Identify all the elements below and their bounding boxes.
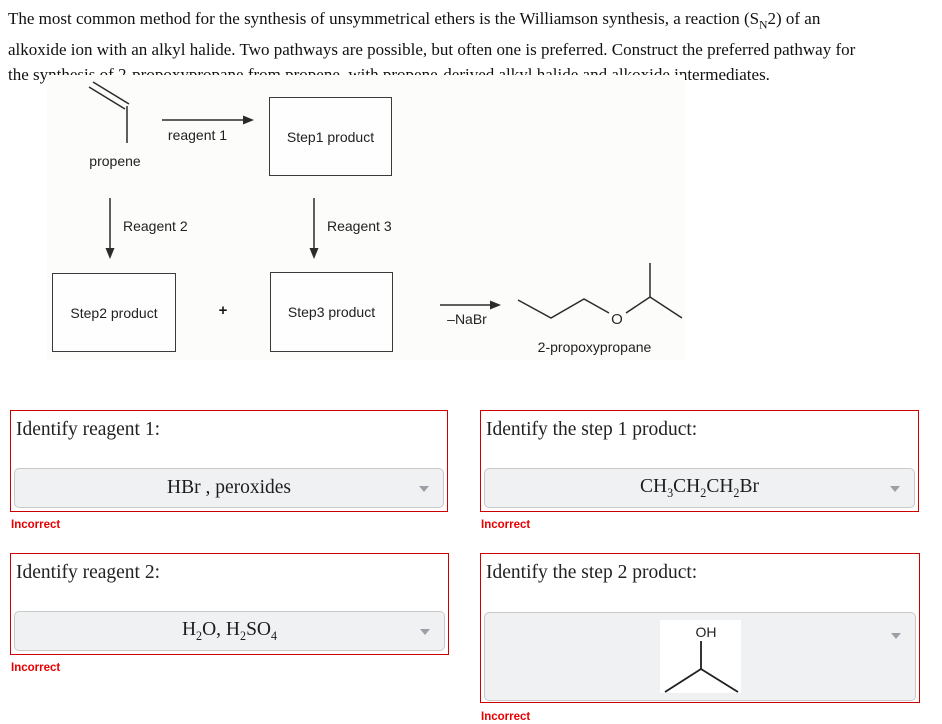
- step1-product-dropdown[interactable]: CH3CH2CH2Br: [484, 468, 915, 508]
- question-reagent1-status: Incorrect: [11, 519, 61, 531]
- question-reagent1-prompt: Identify reagent 1:: [16, 419, 161, 440]
- isopropanol-structure: OH: [659, 620, 741, 693]
- reaction-diagram-drawing: O: [88, 81, 683, 328]
- reagent2-label: Reagent 2: [123, 218, 188, 234]
- chevron-down-icon: [890, 486, 900, 492]
- reagent2-dropdown[interactable]: H2O, H2SO4: [14, 611, 445, 651]
- question-step2-product-prompt: Identify the step 2 product:: [486, 562, 698, 583]
- chevron-down-icon: [420, 629, 430, 635]
- step2-product-dropdown[interactable]: OH: [484, 612, 916, 701]
- plus-sign: +: [218, 302, 228, 319]
- step1-product-box: Step1 product: [269, 97, 392, 176]
- question-step1-product-status: Incorrect: [481, 519, 531, 531]
- product-label: 2-propoxypropane: [537, 339, 652, 355]
- reagent1-arrow: [162, 115, 254, 125]
- propene-label: propene: [89, 153, 141, 169]
- chevron-down-icon: [419, 486, 429, 492]
- question-step1-product-prompt: Identify the step 1 product:: [486, 419, 698, 440]
- question-step2-product-status: Incorrect: [481, 711, 531, 723]
- chevron-down-icon: [891, 633, 901, 639]
- question-step1-product: Identify the step 1 product: CH3CH2CH2Br: [480, 410, 919, 512]
- problem-statement-line1: The most common method for the synthesis…: [8, 9, 821, 32]
- reagent1-label: reagent 1: [167, 127, 228, 143]
- step3-product-box: Step3 product: [270, 272, 393, 352]
- question-step2-product: Identify the step 2 product: OH: [480, 553, 920, 703]
- reagent2-arrow: [105, 198, 115, 259]
- step2-product-box: Step2 product: [52, 273, 176, 352]
- question-reagent2: Identify reagent 2: H2O, H2SO4: [10, 553, 449, 655]
- hydroxyl-label: OH: [695, 624, 716, 640]
- nabr-arrow: [440, 300, 501, 310]
- step1-product-dropdown-value: CH3CH2CH2Br: [640, 475, 759, 500]
- reagent1-dropdown[interactable]: HBr , peroxides: [14, 468, 444, 508]
- nabr-label: –NaBr: [447, 311, 487, 327]
- reaction-diagram: O propene reagent 1 Reagent 2 Reagent 3 …: [47, 75, 685, 360]
- reagent1-dropdown-value: HBr , peroxides: [166, 477, 292, 498]
- question-reagent1: Identify reagent 1: HBr , peroxides: [10, 410, 448, 512]
- reagent2-dropdown-value: H2O, H2SO4: [181, 618, 278, 643]
- question-reagent2-prompt: Identify reagent 2:: [16, 562, 161, 583]
- problem-statement-line2: alkoxide ion with an alkyl halide. Two p…: [8, 40, 856, 60]
- propoxypropane-structure: [517, 263, 683, 319]
- propene-structure: [88, 81, 130, 143]
- reagent3-label: Reagent 3: [327, 218, 392, 234]
- ether-oxygen-label: O: [611, 311, 623, 328]
- question-reagent2-status: Incorrect: [11, 662, 61, 674]
- reagent3-arrow: [309, 198, 319, 259]
